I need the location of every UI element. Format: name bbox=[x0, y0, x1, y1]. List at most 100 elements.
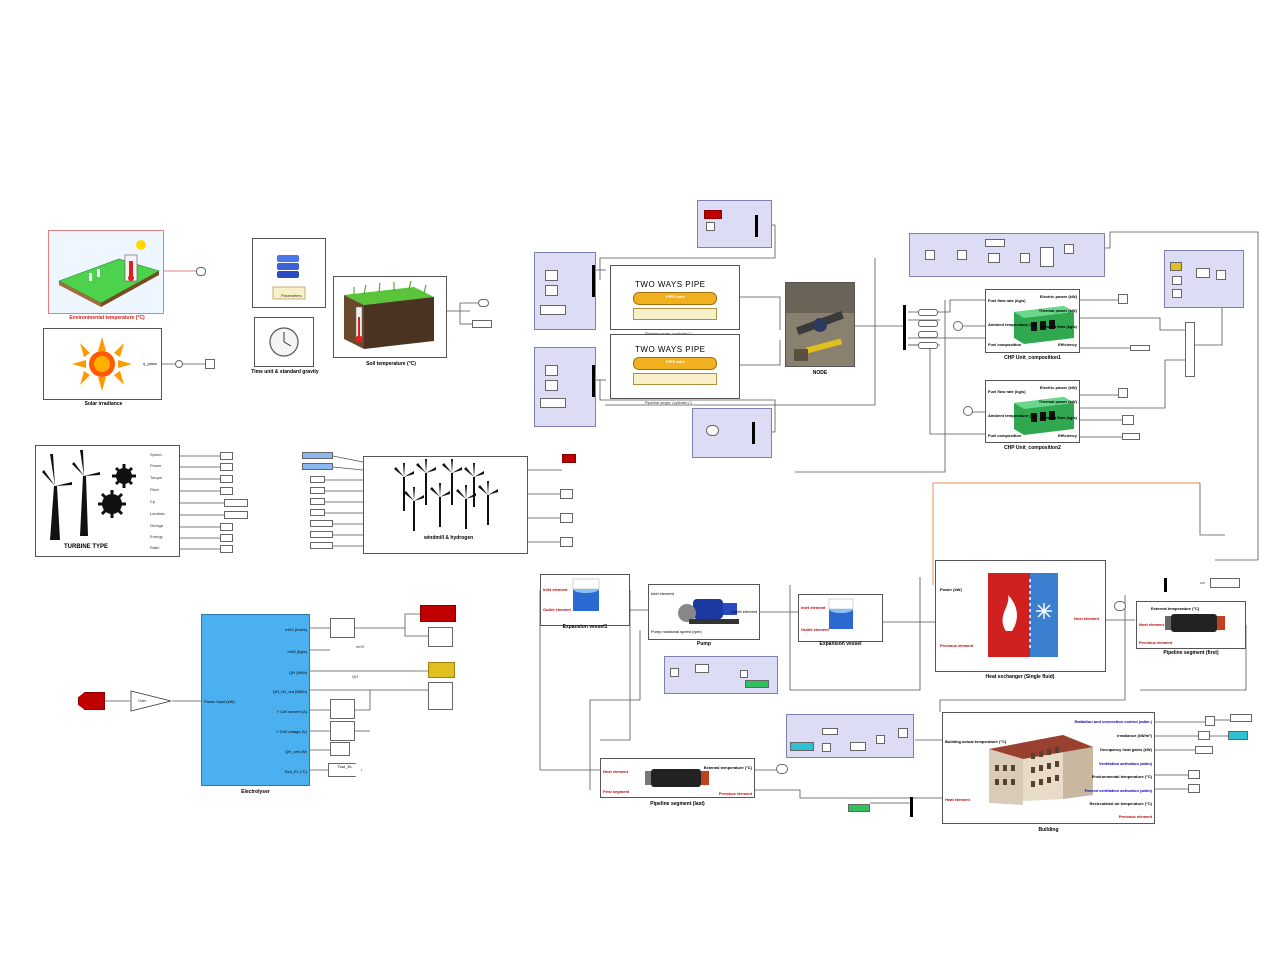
top-control-box[interactable] bbox=[706, 222, 715, 231]
node-out-3[interactable] bbox=[918, 331, 938, 338]
chp-ctrl-5[interactable] bbox=[1020, 253, 1030, 263]
turbine-output-tag[interactable] bbox=[220, 475, 233, 483]
expansion-vessel-2-block[interactable]: Inlet element Outlet element bbox=[798, 594, 883, 642]
store2-inner-a[interactable] bbox=[545, 365, 558, 376]
time-unit-block[interactable] bbox=[254, 317, 314, 367]
pump-control-subsystem[interactable] bbox=[664, 656, 778, 694]
chp1-in-tag[interactable] bbox=[953, 321, 963, 331]
building-ctrl-1[interactable] bbox=[822, 728, 838, 735]
wind-input-tag[interactable] bbox=[310, 542, 333, 549]
chp-ctrl-4[interactable] bbox=[988, 253, 1000, 263]
turbine-output-tag[interactable] bbox=[220, 545, 233, 553]
expansion-vessel-1-block[interactable]: Inlet element Outlet element bbox=[540, 574, 630, 626]
pipeline-last-ext[interactable] bbox=[776, 764, 788, 774]
wind-goto-red[interactable] bbox=[562, 454, 576, 463]
tout-goto[interactable]: Tout_EL bbox=[328, 763, 362, 777]
top-control-red[interactable] bbox=[704, 210, 722, 219]
bottom-control-dial[interactable] bbox=[706, 425, 719, 436]
store1-inner-b[interactable] bbox=[545, 285, 558, 296]
store2-inputs-subsystem[interactable] bbox=[534, 347, 596, 427]
chp-ctrl-1[interactable] bbox=[925, 250, 935, 260]
chp-ctrl-3[interactable] bbox=[985, 239, 1005, 247]
building-out-1[interactable] bbox=[1205, 716, 1215, 726]
building-block[interactable]: Building actual temperature (°C) Heat el… bbox=[942, 712, 1155, 824]
chp-mux[interactable] bbox=[1185, 322, 1195, 377]
soil-goto-1[interactable] bbox=[478, 299, 489, 307]
wind-input-tag[interactable] bbox=[310, 520, 333, 527]
turbine-output-tag[interactable] bbox=[224, 499, 248, 507]
right-ctrl-a[interactable] bbox=[1172, 276, 1182, 285]
node-out-4[interactable] bbox=[918, 342, 938, 349]
chp-control-subsystem[interactable] bbox=[909, 233, 1105, 277]
store1-inner-a[interactable] bbox=[545, 270, 558, 281]
chp1-out-1[interactable] bbox=[1118, 294, 1128, 304]
building-out-7[interactable] bbox=[1188, 784, 1200, 793]
building-out-2[interactable] bbox=[1230, 714, 1252, 722]
wind-input-tag[interactable] bbox=[310, 487, 325, 494]
building-control-subsystem[interactable] bbox=[786, 714, 914, 758]
chp2-out-1[interactable] bbox=[1118, 388, 1128, 398]
electrolyser-block[interactable]: Power input (kW) mH2 (mol/s)mH2 (kg/s)QH… bbox=[201, 614, 310, 786]
wind-out-2[interactable] bbox=[560, 513, 573, 523]
el-goto-yellow[interactable] bbox=[428, 662, 455, 678]
pump-ctrl-green[interactable] bbox=[745, 680, 769, 688]
pump-ctrl-2[interactable] bbox=[695, 664, 709, 673]
soil-temperature-block[interactable]: Soil temperature (°C) bbox=[333, 276, 447, 367]
store2-inner-c[interactable] bbox=[540, 398, 566, 408]
power-from-tag[interactable] bbox=[78, 692, 105, 710]
wind-out-1[interactable] bbox=[560, 489, 573, 499]
right-ctrl-yellow[interactable] bbox=[1170, 262, 1182, 271]
wind-input-tag[interactable] bbox=[310, 476, 325, 483]
chp1-out-2[interactable] bbox=[1130, 345, 1150, 351]
right-ctrl-d[interactable] bbox=[1216, 270, 1226, 280]
building-out-6[interactable] bbox=[1188, 770, 1200, 779]
building-out-5[interactable] bbox=[1195, 746, 1213, 754]
building-ctrl-2[interactable] bbox=[822, 743, 831, 752]
wind-input-highlight-1[interactable] bbox=[302, 452, 333, 459]
wind-input-tag[interactable] bbox=[310, 531, 333, 538]
solar-goto-tag[interactable] bbox=[205, 359, 215, 369]
chp-ctrl-2[interactable] bbox=[957, 250, 967, 260]
turbine-output-tag[interactable] bbox=[220, 463, 233, 471]
bottom-control-subsystem[interactable] bbox=[692, 408, 772, 458]
solar-gain[interactable] bbox=[175, 360, 183, 368]
turbine-output-tag[interactable] bbox=[220, 523, 233, 531]
el-scope-2[interactable] bbox=[330, 699, 355, 719]
store1-inner-c[interactable] bbox=[540, 305, 566, 315]
el-goto-red[interactable] bbox=[420, 605, 456, 622]
chp-ctrl-7[interactable] bbox=[1064, 244, 1074, 254]
el-scope-1[interactable] bbox=[330, 618, 355, 638]
wind-input-tag[interactable] bbox=[310, 498, 325, 505]
env-temp-goto-tag[interactable] bbox=[196, 267, 206, 276]
turbine-output-tag[interactable] bbox=[220, 534, 233, 542]
building-out-4[interactable] bbox=[1228, 731, 1248, 740]
chp2-out-3[interactable] bbox=[1122, 433, 1140, 440]
right-ctrl-c[interactable] bbox=[1196, 268, 1210, 278]
turbine-type-block[interactable]: TURBINE TYPE bbox=[35, 445, 180, 557]
chp2-in-tag[interactable] bbox=[963, 406, 973, 416]
chp2-out-2[interactable] bbox=[1122, 415, 1134, 425]
pipe-store-block-2[interactable]: TWO WAYS PIPE PIPE tube bbox=[610, 334, 740, 399]
solar-irradiance-block[interactable]: Solar irradiance bbox=[43, 328, 162, 407]
pump-block[interactable]: Inlet element Outlet element Pump rotati… bbox=[648, 584, 760, 640]
building-ctrl-cyan[interactable] bbox=[790, 742, 814, 751]
el-scope-3[interactable] bbox=[330, 721, 355, 741]
node-out-1[interactable] bbox=[918, 309, 938, 316]
wind-input-highlight-2[interactable] bbox=[302, 463, 333, 470]
store1-inputs-subsystem[interactable] bbox=[534, 252, 596, 330]
soil-goto-2[interactable] bbox=[472, 320, 492, 328]
el-display-1[interactable] bbox=[330, 742, 350, 756]
pipe-store-block-1[interactable]: TWO WAYS PIPE PIPE tube bbox=[610, 265, 740, 330]
chp2-block[interactable]: Fuel flow rate (kg/s)Ambient temperature… bbox=[985, 380, 1080, 443]
node-block[interactable] bbox=[785, 282, 855, 367]
store2-inner-b[interactable] bbox=[545, 380, 558, 391]
turbine-output-tag[interactable] bbox=[220, 452, 233, 460]
chp-ctrl-6[interactable] bbox=[1040, 247, 1054, 267]
turbine-output-tag[interactable] bbox=[220, 487, 233, 495]
building-out-3[interactable] bbox=[1198, 731, 1210, 740]
pipeline-goto[interactable] bbox=[1210, 578, 1240, 588]
parameters-block[interactable]: Parameters bbox=[252, 238, 326, 308]
turbine-output-tag[interactable] bbox=[224, 511, 248, 519]
